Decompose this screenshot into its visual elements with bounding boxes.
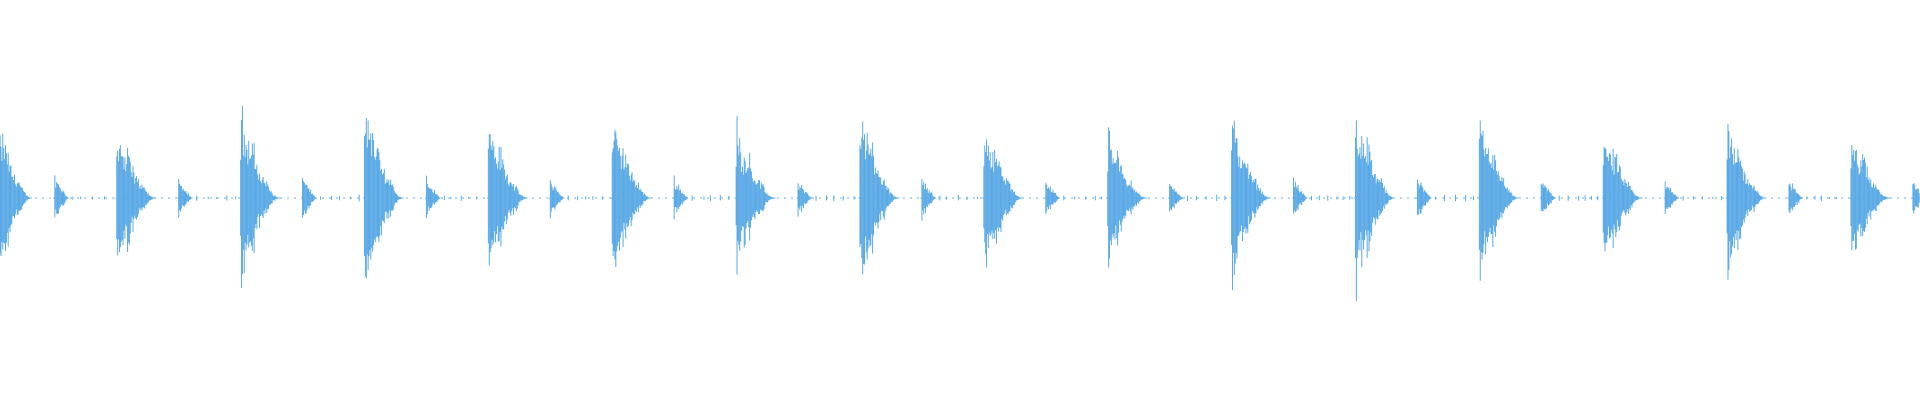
waveform-samples <box>0 106 1920 302</box>
